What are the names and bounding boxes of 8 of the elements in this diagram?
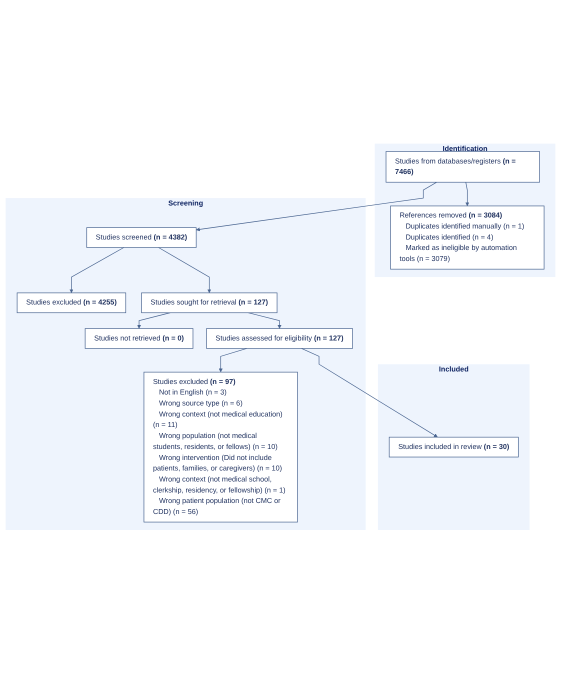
arrow xyxy=(69,246,124,293)
arrow xyxy=(196,182,438,232)
arrow xyxy=(218,348,248,372)
arrow xyxy=(158,246,212,293)
arrow xyxy=(301,348,438,438)
arrow xyxy=(465,182,470,206)
arrow xyxy=(248,312,282,328)
arrow xyxy=(137,312,170,328)
